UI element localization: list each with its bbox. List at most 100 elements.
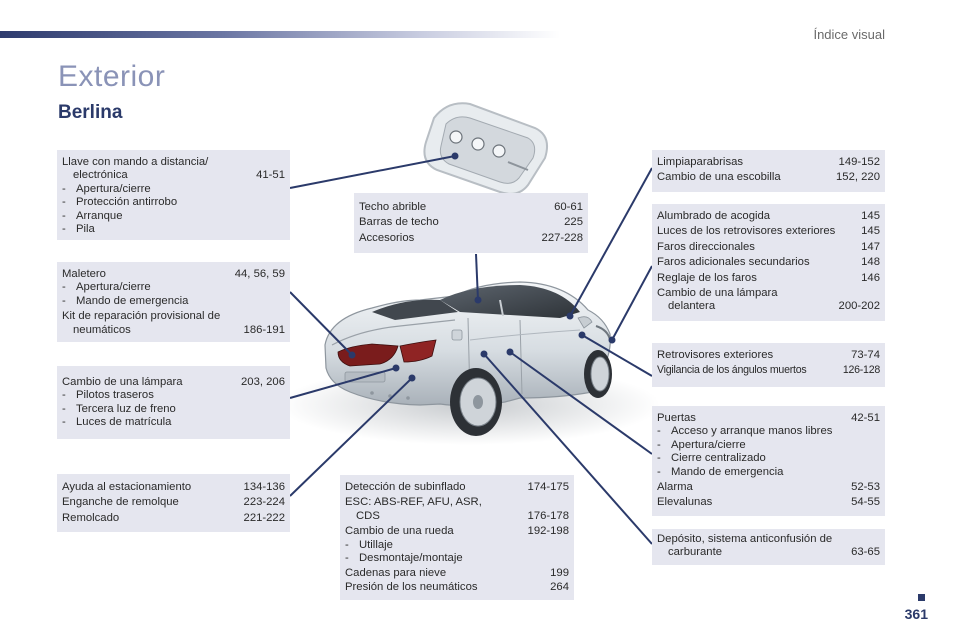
rueda-label: Cambio de una rueda bbox=[345, 525, 454, 538]
deposito-page: 63-65 bbox=[851, 546, 880, 559]
section-title: Índice visual bbox=[813, 27, 885, 42]
vigilancia-label: Vigilancia de los ángulos muertos bbox=[657, 364, 807, 377]
retrovisores-label: Retrovisores exteriores bbox=[657, 349, 774, 361]
kit-line2: neumáticos bbox=[73, 323, 131, 336]
maletero-page: 44, 56, 59 bbox=[234, 268, 285, 280]
box-alumbrado: Alumbrado de acogida 145 Luces de los ret… bbox=[652, 204, 885, 321]
remolcado-label: Remolcado bbox=[62, 511, 120, 524]
page-subtitle: Berlina bbox=[58, 102, 123, 123]
llave-line1: Llave con mando a distancia/ bbox=[62, 156, 209, 168]
deteccion-label: Detección de subinflado bbox=[345, 481, 466, 493]
alarma-label: Alarma bbox=[657, 481, 693, 494]
puertas-label: Puertas bbox=[657, 412, 696, 424]
limpia-page: 149-152 bbox=[838, 156, 880, 168]
esc-page: 176-178 bbox=[527, 509, 569, 522]
kit-page: 186-191 bbox=[243, 323, 285, 336]
faros-dir-page: 147 bbox=[861, 240, 880, 253]
alarma-page: 52-53 bbox=[851, 481, 880, 494]
alumbrado-page: 145 bbox=[861, 210, 880, 222]
luces-retro-label: Luces de los retrovisores exteriores bbox=[657, 225, 836, 238]
llave-item: Apertura/cierre bbox=[76, 182, 151, 195]
barras-page: 225 bbox=[564, 216, 583, 229]
header-gradient-bar bbox=[0, 31, 560, 38]
maletero-item: Mando de emergencia bbox=[76, 294, 189, 307]
retrovisores-page: 73-74 bbox=[851, 349, 880, 361]
box-limpia: Limpiaparabrisas 149-152 Cambio de una es… bbox=[652, 150, 885, 192]
cadenas-page: 199 bbox=[550, 567, 569, 580]
maletero-label: Maletero bbox=[62, 268, 106, 280]
accesorios-page: 227-228 bbox=[541, 231, 583, 244]
llave-line2: electrónica bbox=[73, 169, 128, 182]
puertas-item: Apertura/cierre bbox=[671, 438, 746, 451]
page-title: Exterior bbox=[58, 60, 166, 93]
barras-label: Barras de techo bbox=[359, 216, 439, 229]
key-fob-icon bbox=[423, 102, 548, 195]
escobilla-label: Cambio de una escobilla bbox=[657, 171, 781, 184]
presion-label: Presión de los neumáticos bbox=[345, 580, 478, 593]
rueda-page: 192-198 bbox=[527, 525, 569, 538]
vigilancia-page: 126-128 bbox=[842, 364, 880, 377]
puertas-item: Cierre centralizado bbox=[671, 452, 766, 465]
esc-line2: CDS bbox=[356, 509, 380, 522]
elevalunas-page: 54-55 bbox=[851, 496, 880, 509]
lampara-trasera-item: Tercera luz de freno bbox=[76, 402, 176, 415]
limpia-label: Limpiaparabrisas bbox=[657, 156, 744, 168]
llave-item: Protección antirrobo bbox=[76, 196, 178, 209]
ayuda-label: Ayuda al estacionamiento bbox=[62, 481, 192, 493]
lampara-del-page: 200-202 bbox=[838, 300, 880, 313]
llave-item: Pila bbox=[76, 223, 95, 236]
puertas-item: Acceso y arranque manos libres bbox=[671, 425, 833, 438]
alumbrado-label: Alumbrado de acogida bbox=[657, 210, 771, 222]
box-techo: Techo abrible 60-61 Barras de techo 225 Ac… bbox=[354, 193, 588, 253]
lampara-trasera-label: Cambio de una lámpara bbox=[62, 376, 183, 388]
enganche-page: 223-224 bbox=[243, 496, 285, 509]
kit-line1: Kit de reparación provisional de bbox=[62, 310, 221, 323]
llave-item: Arranque bbox=[76, 209, 123, 222]
ayuda-page: 134-136 bbox=[243, 481, 285, 493]
luces-retro-page: 145 bbox=[861, 225, 880, 238]
deposito-line2: carburante bbox=[668, 546, 723, 559]
front-wheel-icon bbox=[584, 350, 612, 398]
techo-page: 60-61 bbox=[554, 201, 583, 213]
lampara-trasera-item: Luces de matrícula bbox=[76, 416, 172, 429]
lampara-trasera-item: Pilotos traseros bbox=[76, 389, 154, 402]
lampara-del-line2: delantera bbox=[668, 300, 716, 313]
deposito-line1: Depósito, sistema anticonfusión de bbox=[657, 533, 833, 545]
box-ayuda: Ayuda al estacionamiento 134-136 Enganche… bbox=[57, 474, 290, 532]
deteccion-page: 174-175 bbox=[527, 481, 569, 493]
faros-dir-label: Faros direccionales bbox=[657, 240, 755, 253]
esc-line1: ESC: ABS-REF, AFU, ASR, bbox=[345, 496, 482, 509]
remolcado-page: 221-222 bbox=[243, 511, 285, 524]
reglaje-label: Reglaje de los faros bbox=[657, 271, 757, 284]
leader-lines bbox=[289, 152, 653, 545]
rueda-item: Desmontaje/montaje bbox=[359, 552, 463, 565]
cadenas-label: Cadenas para nieve bbox=[345, 567, 447, 580]
presion-page: 264 bbox=[550, 580, 569, 593]
lampara-trasera-page: 203, 206 bbox=[241, 376, 285, 388]
puertas-page: 42-51 bbox=[851, 412, 880, 424]
rear-wheel-icon bbox=[450, 368, 502, 436]
box-deteccion: Detección de subinflado 174-175 ESC: ABS-… bbox=[340, 475, 574, 600]
car-icon bbox=[280, 281, 660, 445]
box-llave: Llave con mando a distancia/ electrónica… bbox=[57, 150, 290, 240]
rueda-item: Utillaje bbox=[359, 538, 393, 551]
lampara-del-line1: Cambio de una lámpara bbox=[657, 287, 778, 300]
techo-label: Techo abrible bbox=[359, 201, 427, 213]
box-retrovisores: Retrovisores exteriores 73-74 Vigilancia … bbox=[652, 343, 885, 387]
box-deposito: Depósito, sistema anticonfusión de carbu… bbox=[652, 529, 885, 565]
elevalunas-label: Elevalunas bbox=[657, 496, 713, 509]
puertas-item: Mando de emergencia bbox=[671, 465, 784, 478]
maletero-item: Apertura/cierre bbox=[76, 281, 151, 294]
faros-adic-label: Faros adicionales secundarios bbox=[657, 256, 810, 269]
page-bullet bbox=[918, 594, 925, 601]
llave-page: 41-51 bbox=[256, 169, 285, 182]
accesorios-label: Accesorios bbox=[359, 231, 415, 244]
reglaje-page: 146 bbox=[861, 271, 880, 284]
enganche-label: Enganche de remolque bbox=[62, 496, 179, 509]
escobilla-page: 152, 220 bbox=[836, 171, 880, 184]
faros-adic-page: 148 bbox=[861, 256, 880, 269]
